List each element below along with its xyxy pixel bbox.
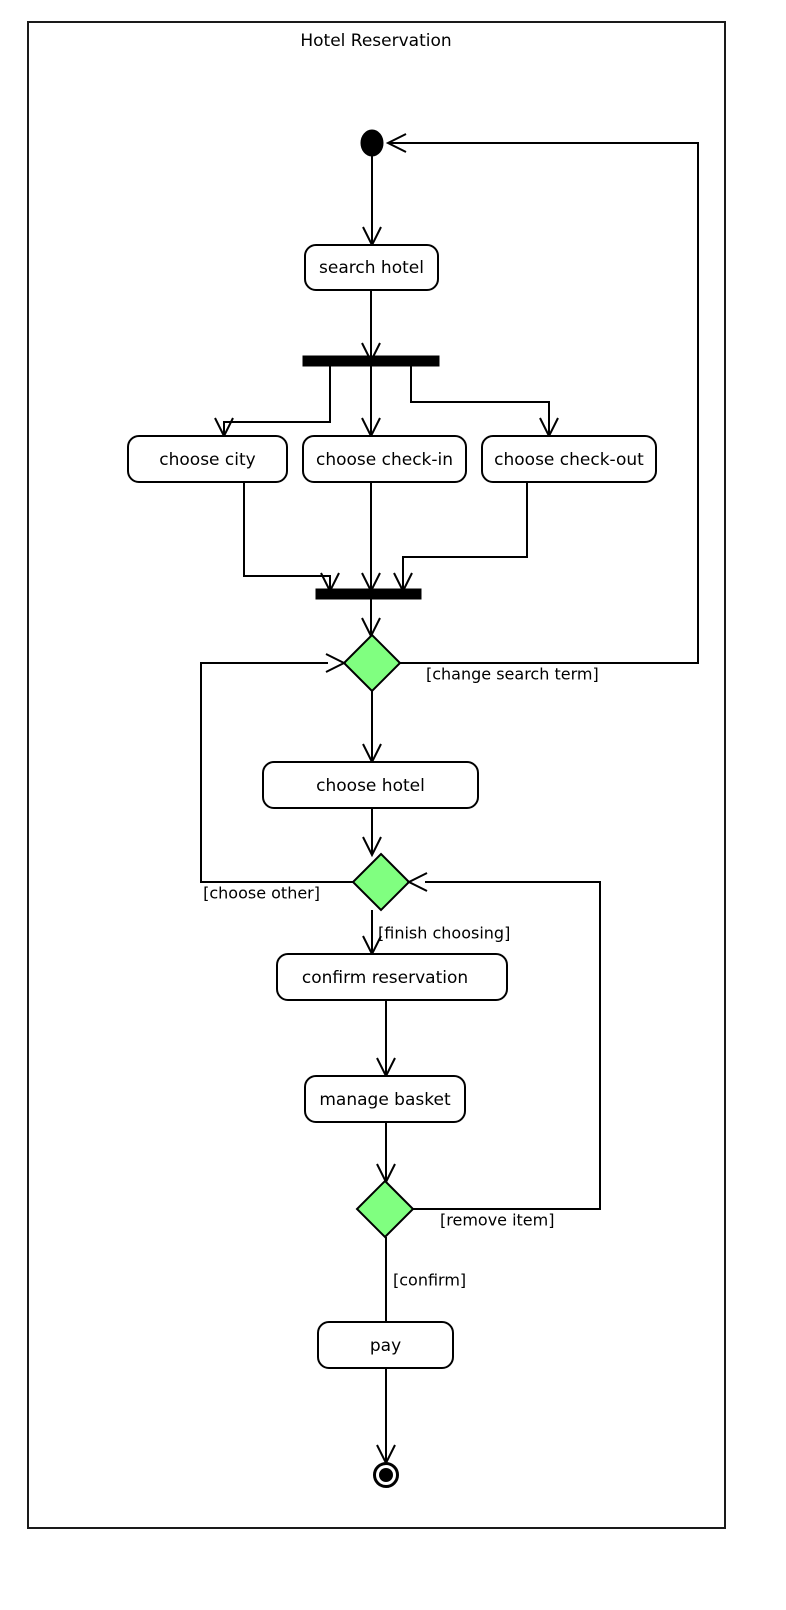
guard-label-change-search-term: [change search term] (426, 665, 599, 684)
guard-label-choose-other: [choose other] (203, 884, 320, 903)
activity-choose-checkout (481, 435, 657, 483)
flow-fork-to-choose-city (223, 366, 331, 434)
arrowhead-remove-item-into-decision-choose (406, 872, 428, 892)
activity-label-choose-checkout: choose check-out (494, 450, 644, 470)
activity-label-manage-basket: manage basket (319, 1090, 451, 1110)
activity-label-choose-checkin: choose check-in (316, 450, 453, 470)
fork-bar (302, 355, 440, 367)
arrowhead-decision-choose (362, 836, 382, 858)
flow-choose-checkout-to-join (402, 482, 528, 589)
flow-change-search-term-loop (390, 142, 699, 664)
initial-node (360, 129, 384, 157)
activity-label-search-hotel: search hotel (319, 258, 424, 278)
final-node-core (379, 1468, 393, 1482)
flow-choose-city-to-join (243, 482, 331, 589)
flow-choose-other-loop (200, 662, 353, 883)
activity-confirm-reservation (276, 953, 508, 1001)
flow-remove-item-loop (413, 881, 601, 1210)
arrowhead-choose-other-into-decision-search (325, 653, 347, 673)
activity-label-pay: pay (370, 1336, 401, 1356)
guard-label-remove-item: [remove item] (440, 1211, 554, 1230)
guard-label-finish-choosing: [finish choosing] (378, 924, 510, 943)
guard-label-confirm: [confirm] (393, 1271, 466, 1290)
flow-fork-to-choose-checkout (410, 366, 550, 434)
arrowhead-loop-to-start (385, 133, 407, 153)
activity-choose-hotel (262, 761, 479, 809)
activity-label-confirm-reservation: confirm reservation (302, 968, 468, 988)
join-bar (315, 588, 422, 600)
activity-choose-city (127, 435, 288, 483)
page-title: Hotel Reservation (300, 31, 451, 51)
activity-label-choose-hotel: choose hotel (316, 776, 425, 796)
decision-node-choose (351, 852, 411, 912)
activity-label-choose-city: choose city (159, 450, 255, 470)
activity-choose-checkin (302, 435, 467, 483)
